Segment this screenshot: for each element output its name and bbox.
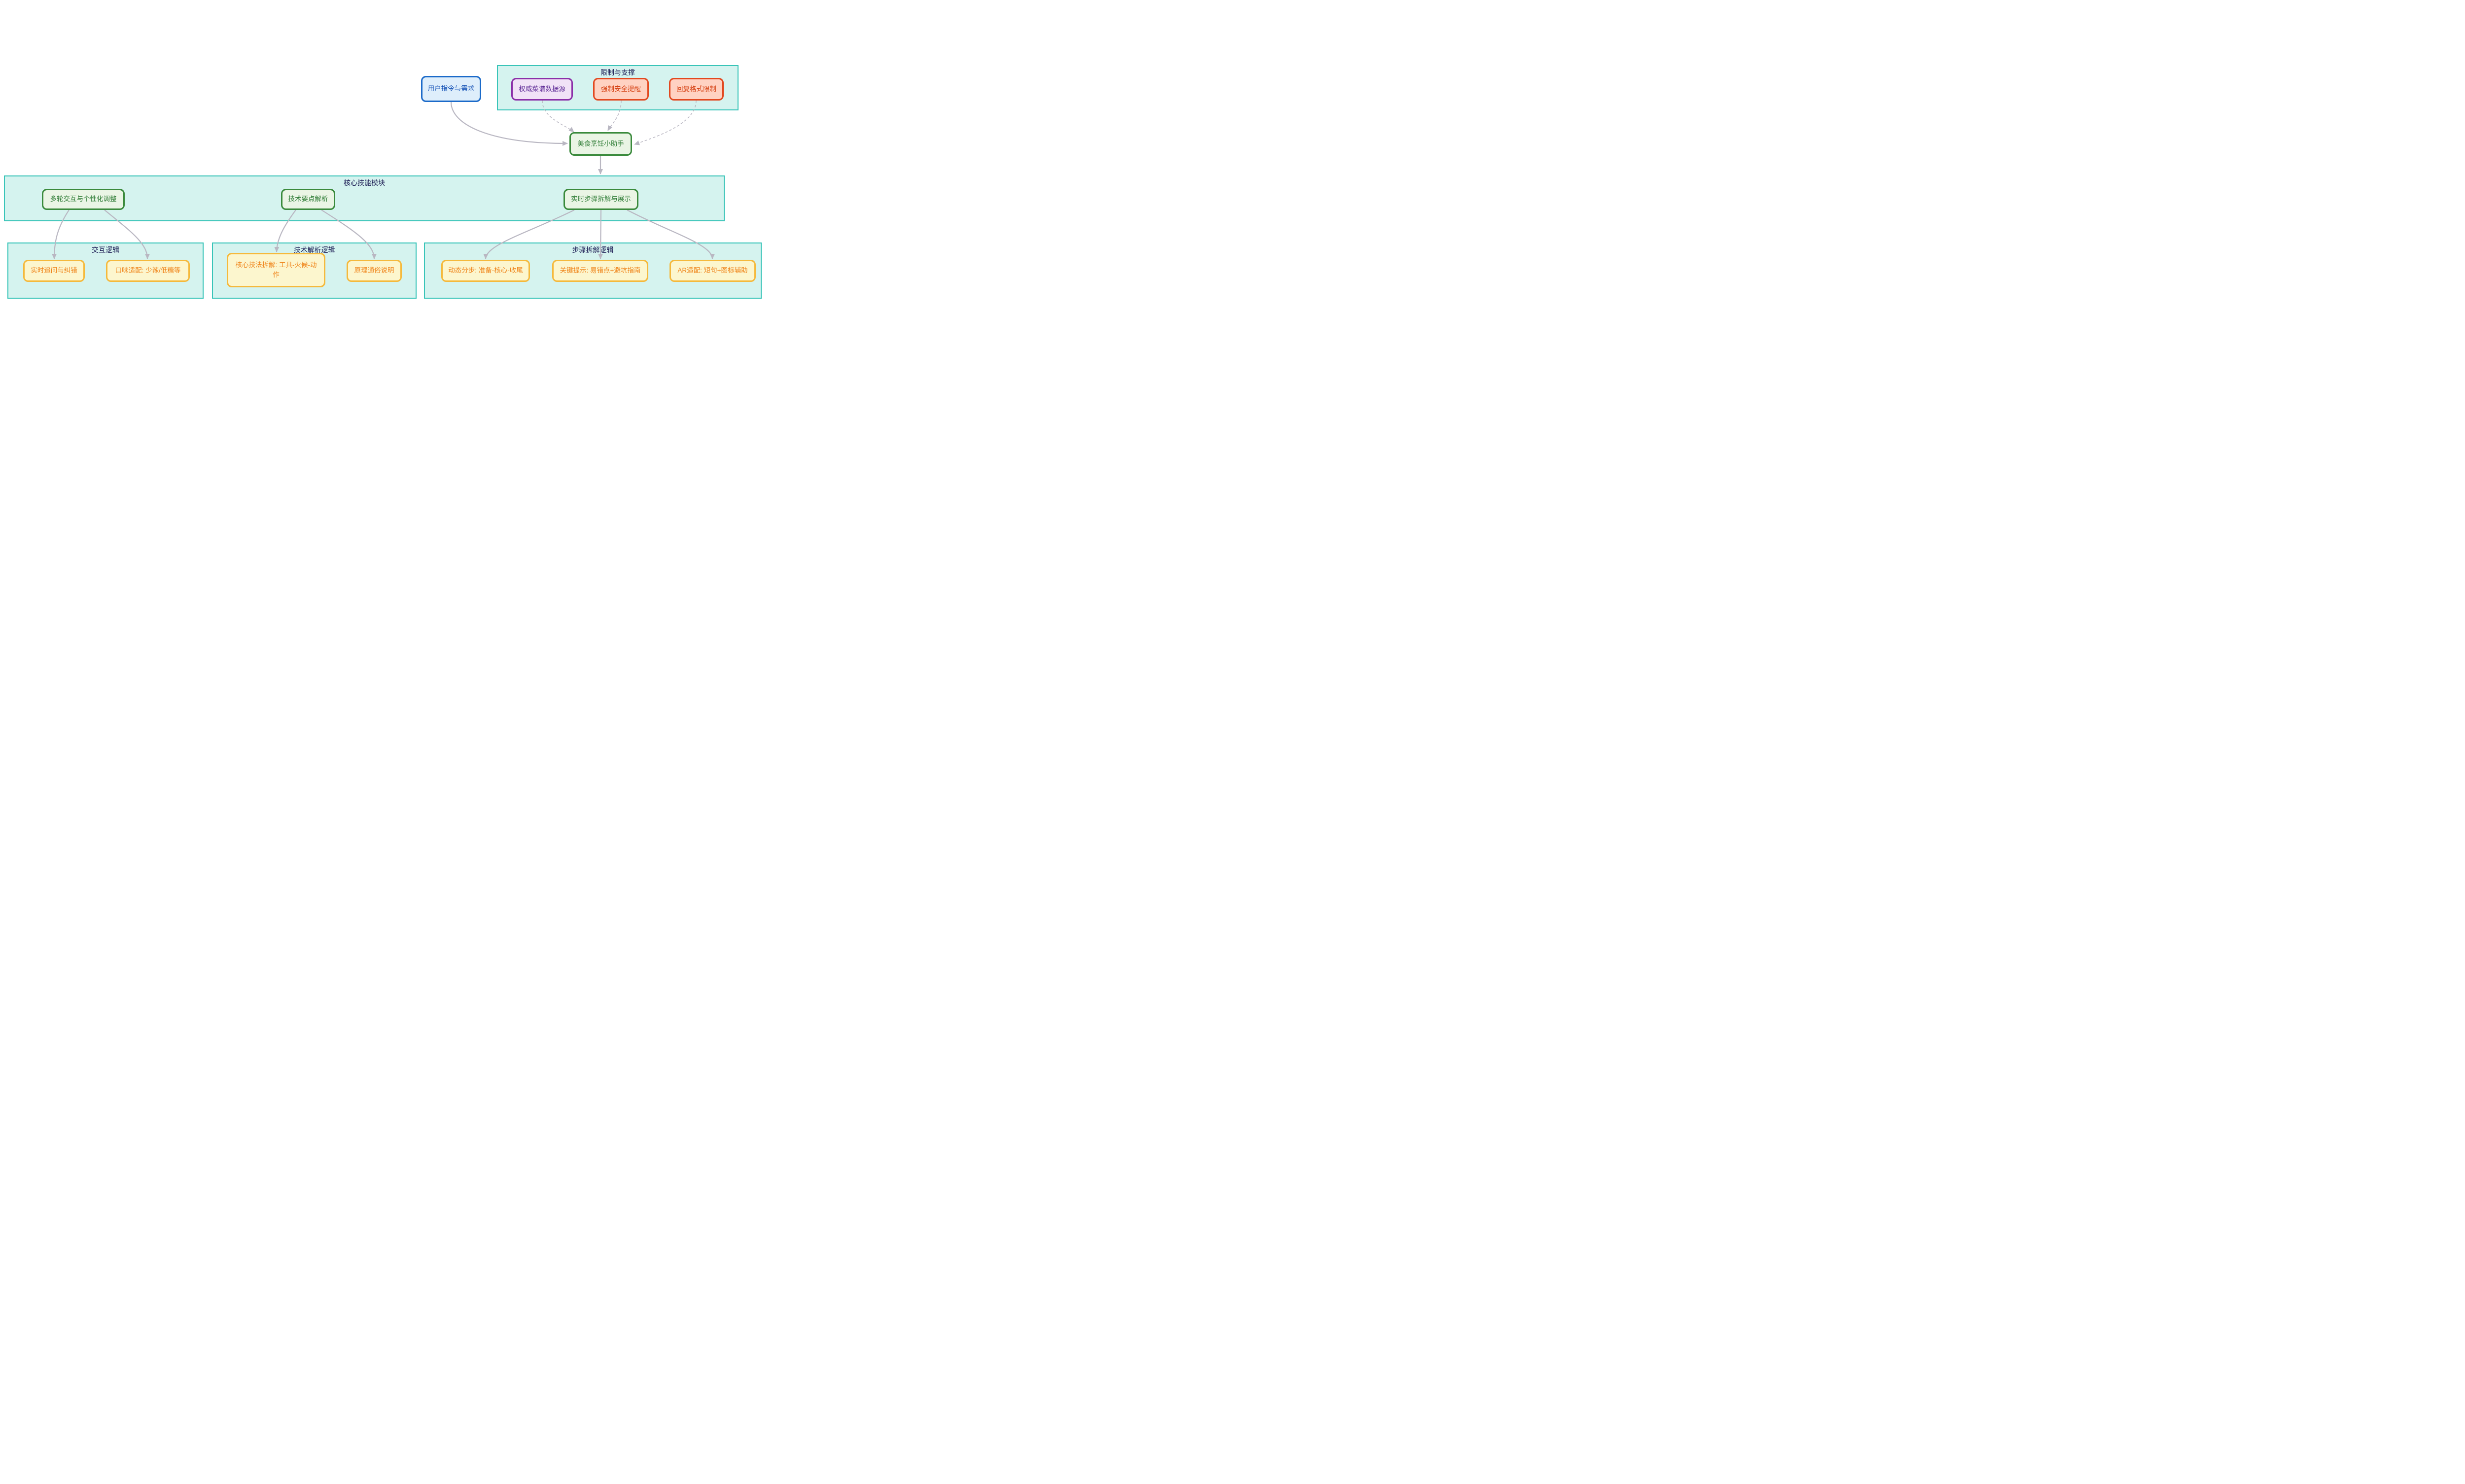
cluster-title-interaction-logic: 交互逻辑	[92, 246, 119, 254]
node-recipe-data-source: 权威菜谱数据源	[511, 78, 573, 101]
node-safety-reminder: 强制安全提醒	[593, 78, 649, 101]
node-cooking-assistant: 美食烹饪小助手	[569, 132, 632, 156]
node-realtime-step-breakdown: 实时步骤拆解与展示	[563, 189, 638, 210]
node-user-instructions: 用户指令与需求	[421, 76, 481, 102]
flowchart-canvas: 限制与支撑 核心技能模块 交互逻辑 技术解析逻辑 步骤拆解逻辑 用户指令与需求 …	[0, 0, 787, 371]
node-tech-points-analysis: 技术要点解析	[281, 189, 335, 210]
node-ar-adaptation: AR适配: 短句+图标辅助	[669, 260, 756, 282]
cluster-title-constraints: 限制与支撑	[600, 69, 635, 76]
node-core-technique-breakdown: 核心技法拆解: 工具-火候-动作	[227, 253, 325, 287]
node-key-tips: 关键提示: 易错点+避坑指南	[552, 260, 648, 282]
node-principle-explanation: 原理通俗说明	[347, 260, 402, 282]
node-dynamic-steps: 动态分步: 准备-核心-收尾	[441, 260, 530, 282]
node-format-limit: 回复格式限制	[669, 78, 724, 101]
node-realtime-followup: 实时追问与纠错	[23, 260, 85, 282]
cluster-title-step-breakdown-logic: 步骤拆解逻辑	[572, 246, 614, 254]
cluster-title-core-skills: 核心技能模块	[344, 179, 385, 187]
node-taste-adaptation: 口味适配: 少辣/低糖等	[106, 260, 190, 282]
node-multi-turn-interaction: 多轮交互与个性化调整	[42, 189, 125, 210]
